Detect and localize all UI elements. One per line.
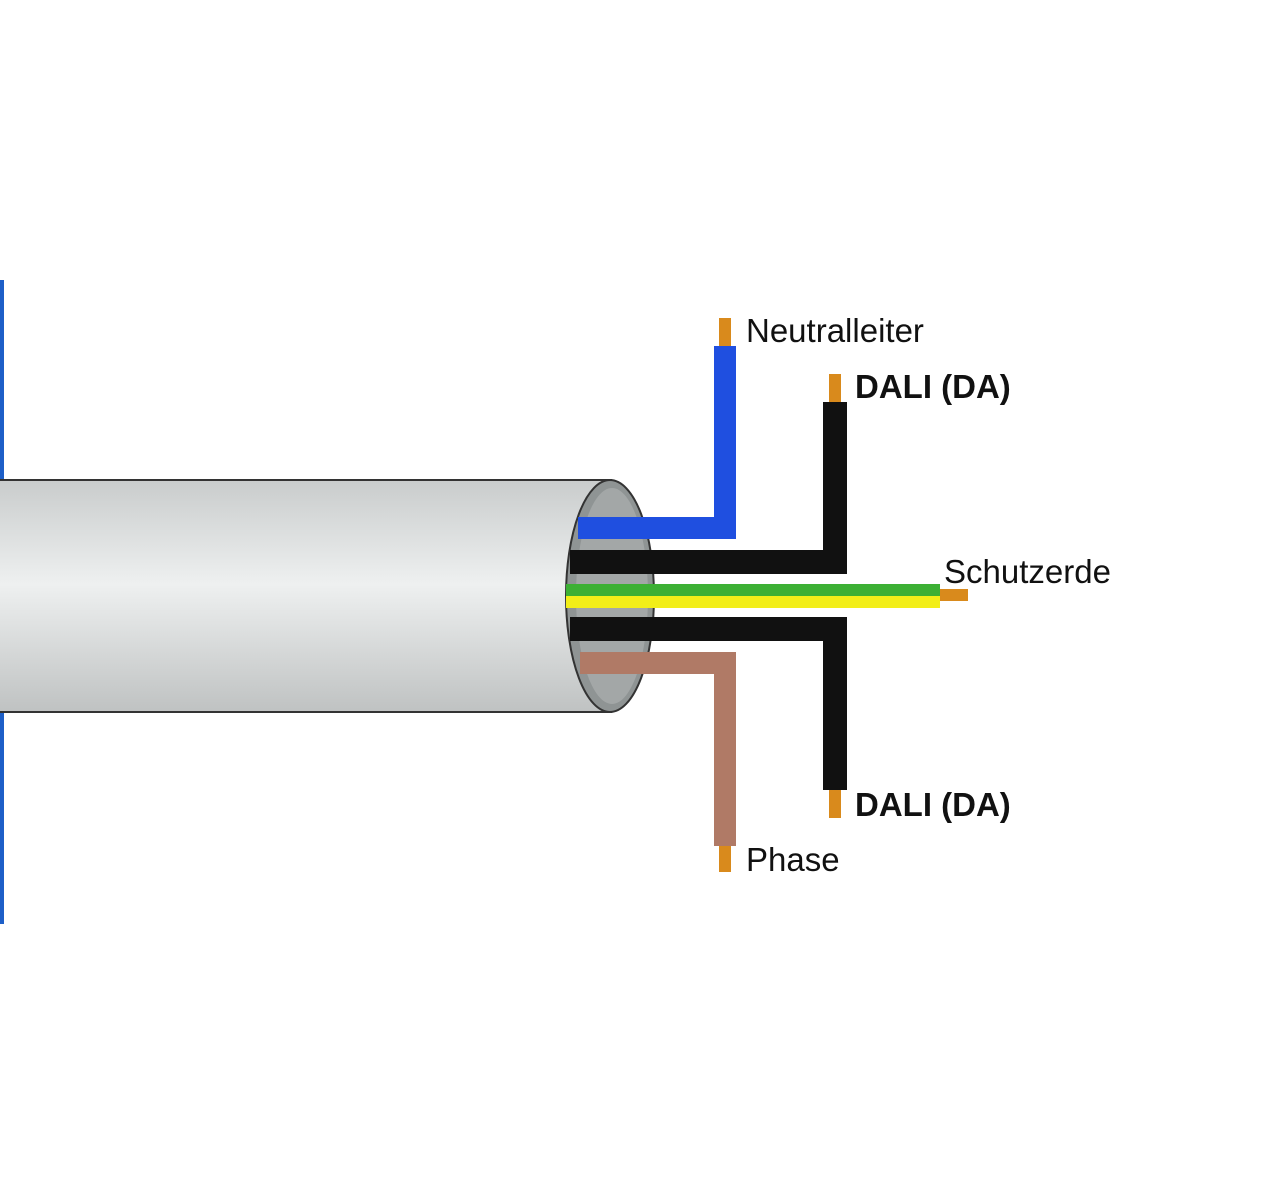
dali-bottom-label: DALI (DA) xyxy=(855,786,1011,823)
dali-top-label: DALI (DA) xyxy=(855,368,1011,405)
neutral-copper-tip xyxy=(719,318,731,346)
earth-label: Schutzerde xyxy=(944,553,1111,590)
neutral-label: Neutralleiter xyxy=(746,312,924,349)
earth-wire xyxy=(566,584,968,608)
cable-sheath xyxy=(0,479,612,713)
dali-top-copper-tip xyxy=(829,374,841,402)
phase-copper-tip xyxy=(719,846,731,872)
phase-wire xyxy=(580,652,736,872)
phase-label: Phase xyxy=(746,841,840,878)
dali-bottom-copper-tip xyxy=(829,790,841,818)
neutral-wire xyxy=(578,318,736,539)
dali-top-wire xyxy=(570,374,847,574)
dali-bottom-wire xyxy=(570,617,847,818)
earth-copper-tip xyxy=(940,589,968,601)
